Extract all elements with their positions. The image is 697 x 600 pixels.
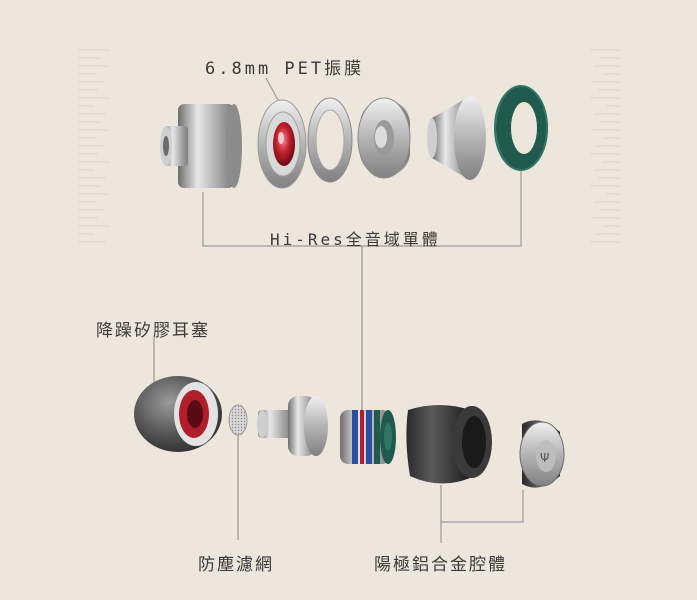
label-dust-filter: 防塵濾網 [198,555,274,575]
background-texture-left [78,49,110,243]
label-pet-diaphragm: 6.8mm PET振膜 [205,59,365,79]
logo-mark: Ψ [540,451,549,465]
pole-piece [427,96,486,180]
sound-nozzle [257,396,328,456]
alloy-housing-body [406,405,492,484]
background-texture-right [590,49,620,243]
housing-back-cap: Ψ [519,420,565,488]
dust-filter-mesh [228,404,248,436]
leader-pet [265,77,279,101]
label-eartip: 降躁矽膠耳塞 [96,321,210,341]
label-alloy-housing: 陽極鋁合金腔體 [374,555,507,575]
leader-lines [153,77,524,543]
green-gasket [494,85,548,171]
driver-back-housing [160,104,242,188]
driver-unit-assembled [340,410,396,464]
label-hires-driver: Hi-Res全音域單體 [270,230,441,249]
spacer-ring [307,97,353,183]
silicone-eartip [134,376,222,452]
pet-diaphragm [257,99,307,189]
leader-housing-bracket [440,485,524,523]
magnet-disc [357,97,411,179]
